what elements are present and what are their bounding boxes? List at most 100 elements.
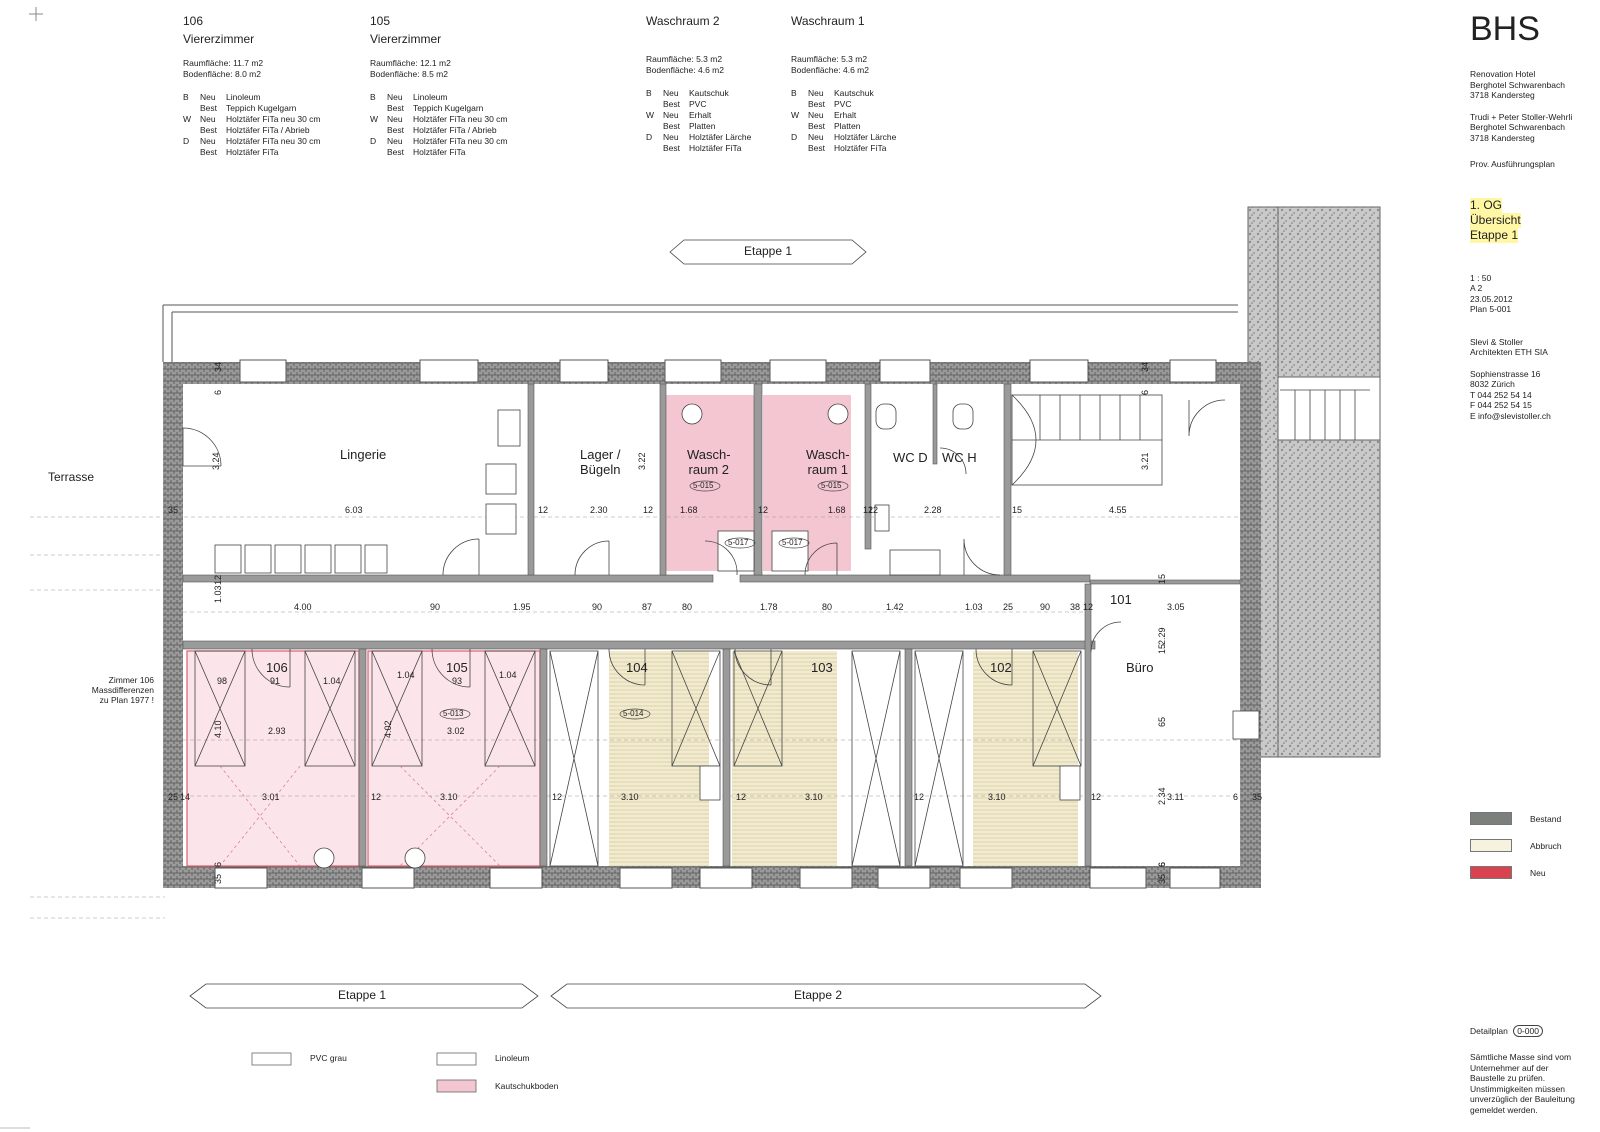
- room-106-floor: [186, 650, 360, 867]
- dimension-label: 12: [1091, 792, 1102, 802]
- dimension-label: 25: [1003, 602, 1014, 612]
- terrasse-label: Terrasse: [48, 470, 95, 484]
- room-number-101: 101: [1110, 592, 1132, 607]
- room-number-106: 106: [266, 660, 288, 675]
- legend-swatch-bestand: [1470, 812, 1512, 825]
- dimension-label: 3.02: [447, 726, 465, 736]
- room-number-105: 105: [446, 660, 468, 675]
- room-number-102: 102: [990, 660, 1012, 675]
- legend-label-pvc: PVC grau: [310, 1053, 347, 1063]
- dimension-label: 34: [1140, 361, 1150, 372]
- dimension-label: 1.03: [965, 602, 983, 612]
- room-number-103: 103: [811, 660, 833, 675]
- dimension-label: 12: [914, 792, 925, 802]
- dimension-label: 3.05: [1167, 602, 1185, 612]
- legend-swatch-abbruch: [1470, 839, 1512, 852]
- dimension-label: 3.11: [1167, 792, 1184, 802]
- room-spec-number: 105: [370, 14, 391, 28]
- dimension-label: 80: [822, 602, 833, 612]
- dimension-label: 91: [270, 676, 281, 686]
- dimension-label: 12: [736, 792, 747, 802]
- dimension-label: 35: [1157, 873, 1167, 884]
- room-spec-number: 106: [183, 14, 204, 28]
- dimension-label: 65: [1157, 716, 1167, 727]
- room-label-lingerie: Lingerie: [340, 447, 387, 462]
- dimension-label: 4.02: [383, 720, 393, 738]
- dimension-label: 6: [213, 389, 223, 395]
- dimension-label: 12: [538, 505, 549, 515]
- dimension-label: 3.10: [621, 792, 639, 802]
- dimension-label: 90: [1040, 602, 1051, 612]
- etappe-arrow-bottom-1: [189, 983, 539, 1009]
- etappe-top-label: Etappe 1: [744, 244, 793, 258]
- dimension-label: 15: [1157, 573, 1167, 584]
- dimension-label: 1.78: [760, 602, 778, 612]
- detail-tag: 5-013: [443, 709, 464, 718]
- dimension-label: 12: [758, 505, 769, 515]
- dimension-label: 1.04: [323, 676, 341, 686]
- dimension-label: 90: [430, 602, 441, 612]
- dimension-label: 2.93: [268, 726, 286, 736]
- dimension-label: 1.04: [397, 670, 415, 680]
- dimension-label: 1.42: [886, 602, 904, 612]
- dimension-label: 6: [1157, 861, 1167, 867]
- detail-tag: 5-015: [821, 481, 842, 490]
- legend-status: Bestand Abbruch Neu: [1470, 812, 1590, 893]
- dimension-label: 3.21: [1140, 452, 1150, 470]
- dimension-label: 93: [452, 676, 463, 686]
- dimension-label: 6: [1233, 792, 1239, 802]
- legend-label-neu: Neu: [1530, 868, 1546, 878]
- dimension-label: 25: [168, 792, 179, 802]
- dimension-label: 3.10: [805, 792, 823, 802]
- legend-swatch-neu: [1470, 866, 1512, 879]
- room-label-waschraum-2: Wasch-raum 2: [687, 447, 731, 477]
- dimension-label: 3.01: [262, 792, 280, 802]
- dimension-label: 3.22: [637, 452, 647, 470]
- dimension-label: 34: [213, 361, 223, 372]
- room-label-wc-h: WC H: [942, 450, 977, 465]
- floor-plan-drawing: [0, 7, 1381, 1129]
- detail-tag: 5-014: [623, 709, 644, 718]
- room-105-floor: [367, 650, 541, 867]
- interior-walls: [182, 383, 1241, 867]
- room-label-buero: Büro: [1126, 660, 1154, 675]
- detail-tag: 5-017: [728, 538, 749, 547]
- room-spec-name: Viererzimmer: [183, 32, 255, 46]
- dimension-label: 87: [642, 602, 653, 612]
- logo-bhs: BHS: [1470, 10, 1540, 48]
- room-spec-name: Waschraum 1: [791, 14, 865, 28]
- legend-label-kautschuk: Kautschukboden: [495, 1081, 559, 1091]
- dimension-label: 4.00: [294, 602, 312, 612]
- room-label-lager: Lager /Bügeln: [580, 447, 621, 477]
- dimension-label: 6.03: [345, 505, 363, 515]
- dimension-label: 12: [868, 505, 879, 515]
- dimension-label: 98: [217, 676, 228, 686]
- etappe-bottom-1-label: Etappe 1: [338, 988, 387, 1002]
- dimension-label: 15: [1157, 643, 1167, 654]
- dimension-label: 35: [1252, 792, 1263, 802]
- dimension-label: 2.28: [924, 505, 942, 515]
- dimension-label: 1.04: [499, 670, 517, 680]
- dimension-label: 6: [1140, 389, 1150, 395]
- crosshair-mark: [29, 7, 43, 21]
- legend-label-linoleum: Linoleum: [495, 1053, 530, 1063]
- room-label-waschraum-1: Wasch-raum 1: [806, 447, 850, 477]
- etappe-bottom-2-label: Etappe 2: [794, 988, 843, 1002]
- dimension-label: 6: [213, 861, 223, 867]
- dimension-label: 12: [863, 505, 874, 515]
- dimension-label: 2.34: [1157, 787, 1167, 805]
